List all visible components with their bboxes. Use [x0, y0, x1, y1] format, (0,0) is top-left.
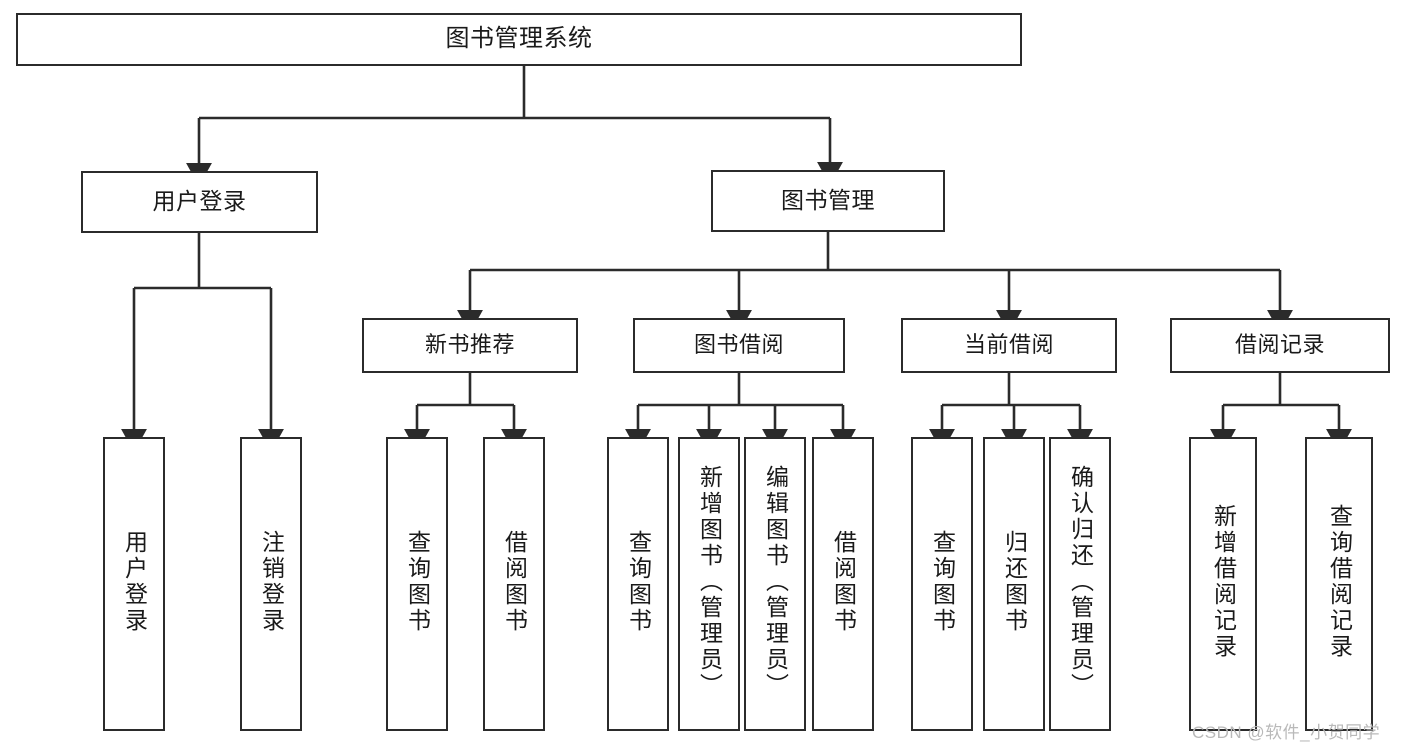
node-borrow-record[interactable]: 借阅记录: [1170, 318, 1390, 373]
leaf-user-login[interactable]: 用户登录: [103, 437, 165, 731]
leaf-nb-borrow-book[interactable]: 借阅图书: [483, 437, 545, 731]
leaf-br-query-record[interactable]: 查询借阅记录: [1305, 437, 1373, 731]
node-new-book-recommend-label: 新书推荐: [424, 332, 515, 358]
leaf-br-add-record-label: 新增借阅记录: [1210, 504, 1237, 660]
leaf-br-add-record[interactable]: 新增借阅记录: [1189, 437, 1257, 731]
leaf-user-login-label: 用户登录: [121, 530, 148, 634]
leaf-bb-query-book[interactable]: 查询图书: [607, 437, 669, 731]
leaf-cb-return-book[interactable]: 归还图书: [983, 437, 1045, 731]
leaf-logout-label: 注销登录: [258, 530, 285, 634]
node-user-login-label: 用户登录: [152, 188, 247, 215]
node-borrow-record-label: 借阅记录: [1234, 332, 1325, 358]
node-current-borrow[interactable]: 当前借阅: [901, 318, 1117, 373]
leaf-bb-query-book-label: 查询图书: [625, 530, 652, 634]
leaf-bb-add-book-admin-label: 新增图书（管理员）: [696, 465, 723, 699]
node-book-management-label: 图书管理: [781, 187, 875, 214]
node-book-borrow-label: 图书借阅: [693, 332, 784, 358]
node-current-borrow-label: 当前借阅: [963, 332, 1054, 358]
leaf-nb-borrow-book-label: 借阅图书: [501, 530, 528, 634]
leaf-bb-edit-book-admin[interactable]: 编辑图书（管理员）: [744, 437, 806, 731]
node-book-management[interactable]: 图书管理: [711, 170, 945, 232]
node-root-label: 图书管理系统: [445, 25, 593, 53]
leaf-bb-borrow-book[interactable]: 借阅图书: [812, 437, 874, 731]
leaf-br-query-record-label: 查询借阅记录: [1326, 504, 1353, 660]
leaf-bb-edit-book-admin-label: 编辑图书（管理员）: [762, 465, 789, 699]
leaf-cb-confirm-return-admin-label: 确认归还（管理员）: [1067, 465, 1094, 699]
node-user-login[interactable]: 用户登录: [81, 171, 318, 233]
watermark: CSDN @软件_小贺同学: [1192, 723, 1381, 742]
leaf-bb-borrow-book-label: 借阅图书: [830, 530, 857, 634]
node-book-borrow[interactable]: 图书借阅: [633, 318, 845, 373]
leaf-cb-confirm-return-admin[interactable]: 确认归还（管理员）: [1049, 437, 1111, 731]
leaf-cb-query-book[interactable]: 查询图书: [911, 437, 973, 731]
leaf-logout[interactable]: 注销登录: [240, 437, 302, 731]
leaf-cb-query-book-label: 查询图书: [929, 530, 956, 634]
leaf-nb-query-book-label: 查询图书: [404, 530, 431, 634]
leaf-nb-query-book[interactable]: 查询图书: [386, 437, 448, 731]
leaf-cb-return-book-label: 归还图书: [1001, 530, 1028, 634]
node-root[interactable]: 图书管理系统: [16, 13, 1022, 66]
leaf-bb-add-book-admin[interactable]: 新增图书（管理员）: [678, 437, 740, 731]
node-new-book-recommend[interactable]: 新书推荐: [362, 318, 578, 373]
